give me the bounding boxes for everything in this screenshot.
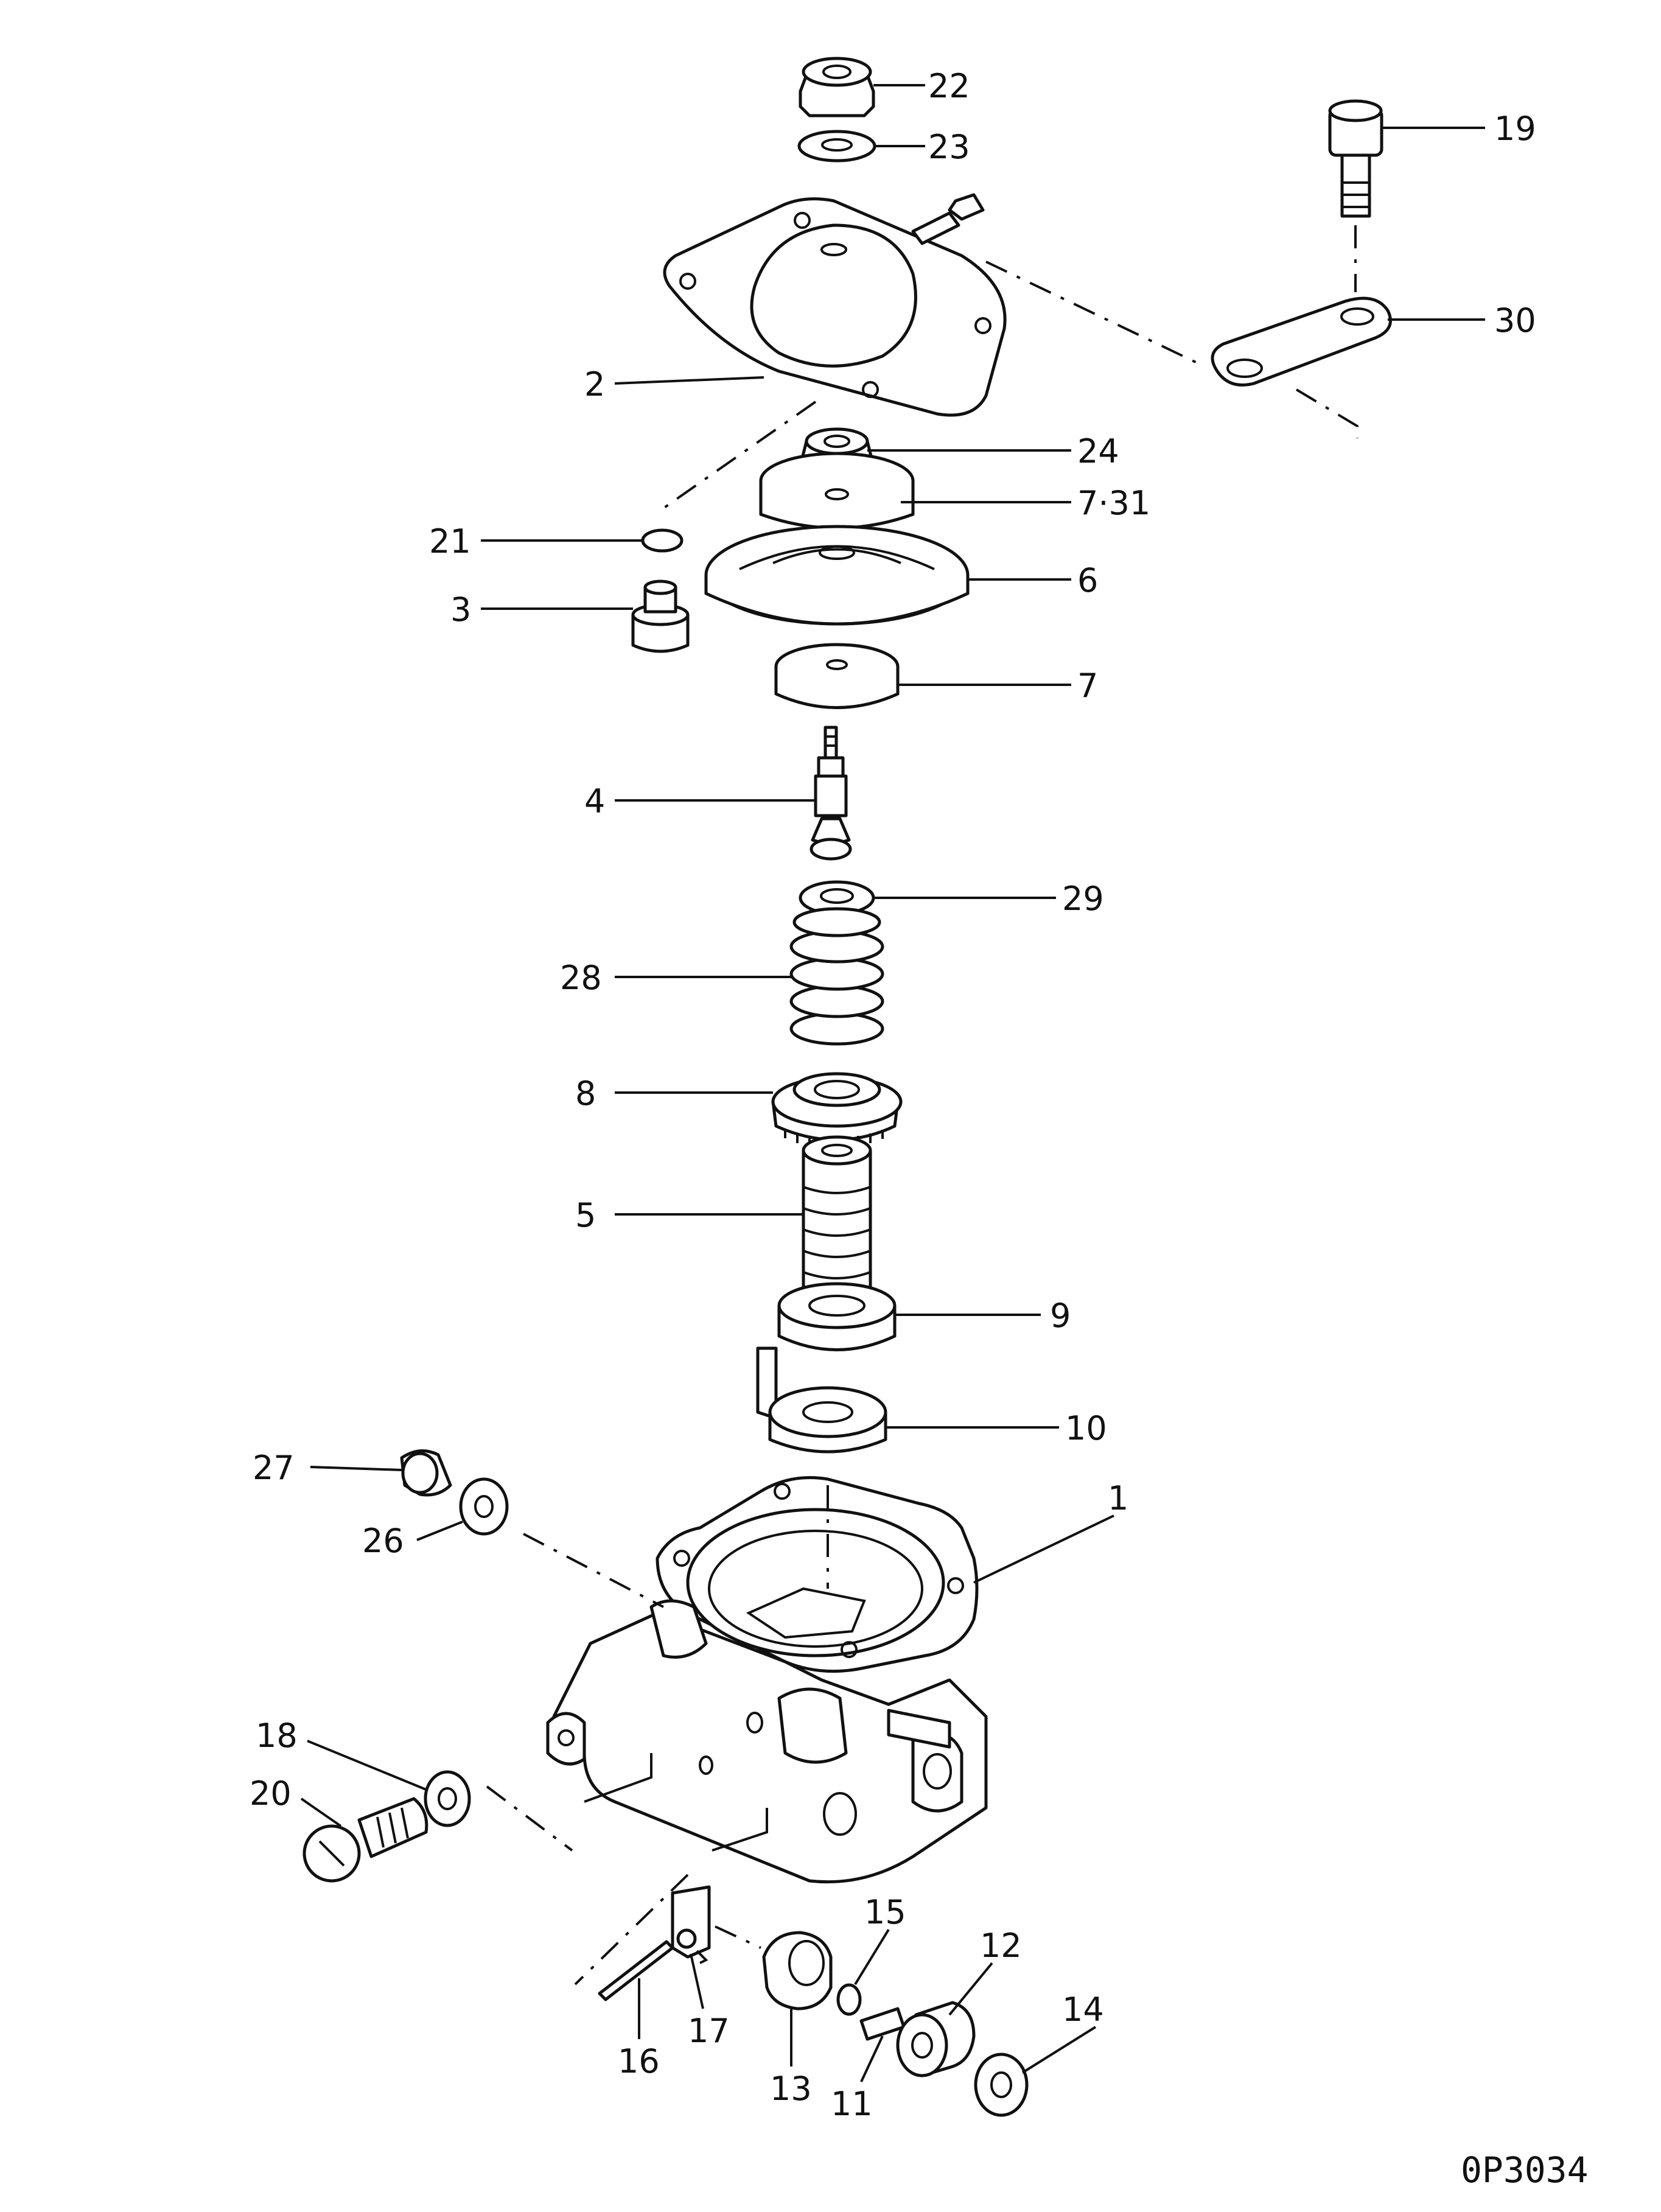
callout-1: 1 [1108, 1479, 1128, 1517]
part-26-washer [459, 1477, 509, 1536]
part-9-seat [777, 1282, 897, 1351]
callout-11: 11 [831, 2085, 873, 2123]
callout-2: 2 [584, 365, 605, 404]
callout-16: 16 [618, 2042, 660, 2081]
callout-21: 21 [429, 522, 471, 561]
callout-13: 13 [770, 2070, 812, 2108]
part-4-valve-stem [810, 726, 852, 861]
callout-3: 3 [450, 590, 471, 629]
callout-6: 6 [1077, 561, 1098, 600]
part-17-bracket [671, 1885, 711, 1964]
part-13-nut [762, 1931, 833, 2011]
callout-7-31: 7·31 [1077, 484, 1150, 522]
part-10-bracket [756, 1346, 887, 1454]
assembly-axis-lines [486, 225, 1359, 1986]
part-1-valve-body [546, 1476, 988, 1884]
part-3-plug [631, 579, 690, 653]
part-8-collar [771, 1072, 903, 1148]
callout-labels: 22 23 19 30 2 24 7·31 21 6 3 7 4 29 28 8… [250, 67, 1536, 2123]
callout-8: 8 [575, 1074, 596, 1113]
part-7-31-upper-piston [759, 452, 915, 530]
drawing-code: 0P3034 [1461, 2149, 1589, 2191]
part-16-pin [598, 1940, 674, 2001]
part-12-sleeve [896, 2001, 976, 2077]
part-18-washer [424, 1770, 471, 1827]
part-21-o-ring [641, 528, 684, 553]
callout-7: 7 [1077, 667, 1098, 705]
callout-27: 27 [253, 1449, 295, 1487]
callout-14: 14 [1062, 1990, 1104, 2029]
part-7-lower-piston [774, 643, 900, 709]
callout-19: 19 [1494, 110, 1536, 148]
callout-15: 15 [864, 1893, 906, 1931]
part-27-plug [400, 1449, 452, 1497]
callout-28: 28 [560, 959, 602, 997]
part-5-spool [802, 1135, 872, 1300]
callout-29: 29 [1062, 880, 1104, 918]
leader-lines [300, 84, 1485, 2082]
callout-17: 17 [688, 2012, 730, 2050]
callout-18: 18 [256, 1717, 298, 1755]
part-20-slotted-screw [302, 1797, 428, 1883]
part-22-nut [799, 57, 875, 117]
callout-20: 20 [250, 1774, 292, 1813]
part-2-cover [663, 193, 1007, 417]
part-19-socket-bolt [1328, 99, 1383, 218]
callout-4: 4 [584, 782, 605, 821]
part-23-washer [797, 130, 876, 163]
part-15-o-ring [836, 1983, 862, 2016]
callout-23: 23 [928, 128, 970, 166]
callout-30: 30 [1494, 301, 1536, 340]
callout-22: 22 [928, 67, 970, 105]
callout-9: 9 [1050, 1297, 1071, 1335]
part-11-pin [859, 2007, 906, 2041]
part-28-spring [789, 907, 884, 1046]
part-6-diaphragm [704, 525, 970, 626]
part-14-washer [974, 2053, 1029, 2117]
callout-12: 12 [980, 1927, 1022, 1965]
callout-26: 26 [362, 1522, 404, 1560]
callout-24: 24 [1077, 432, 1119, 471]
callout-10: 10 [1065, 1409, 1107, 1447]
part-30-plate [1211, 296, 1392, 387]
callout-5: 5 [575, 1196, 596, 1234]
